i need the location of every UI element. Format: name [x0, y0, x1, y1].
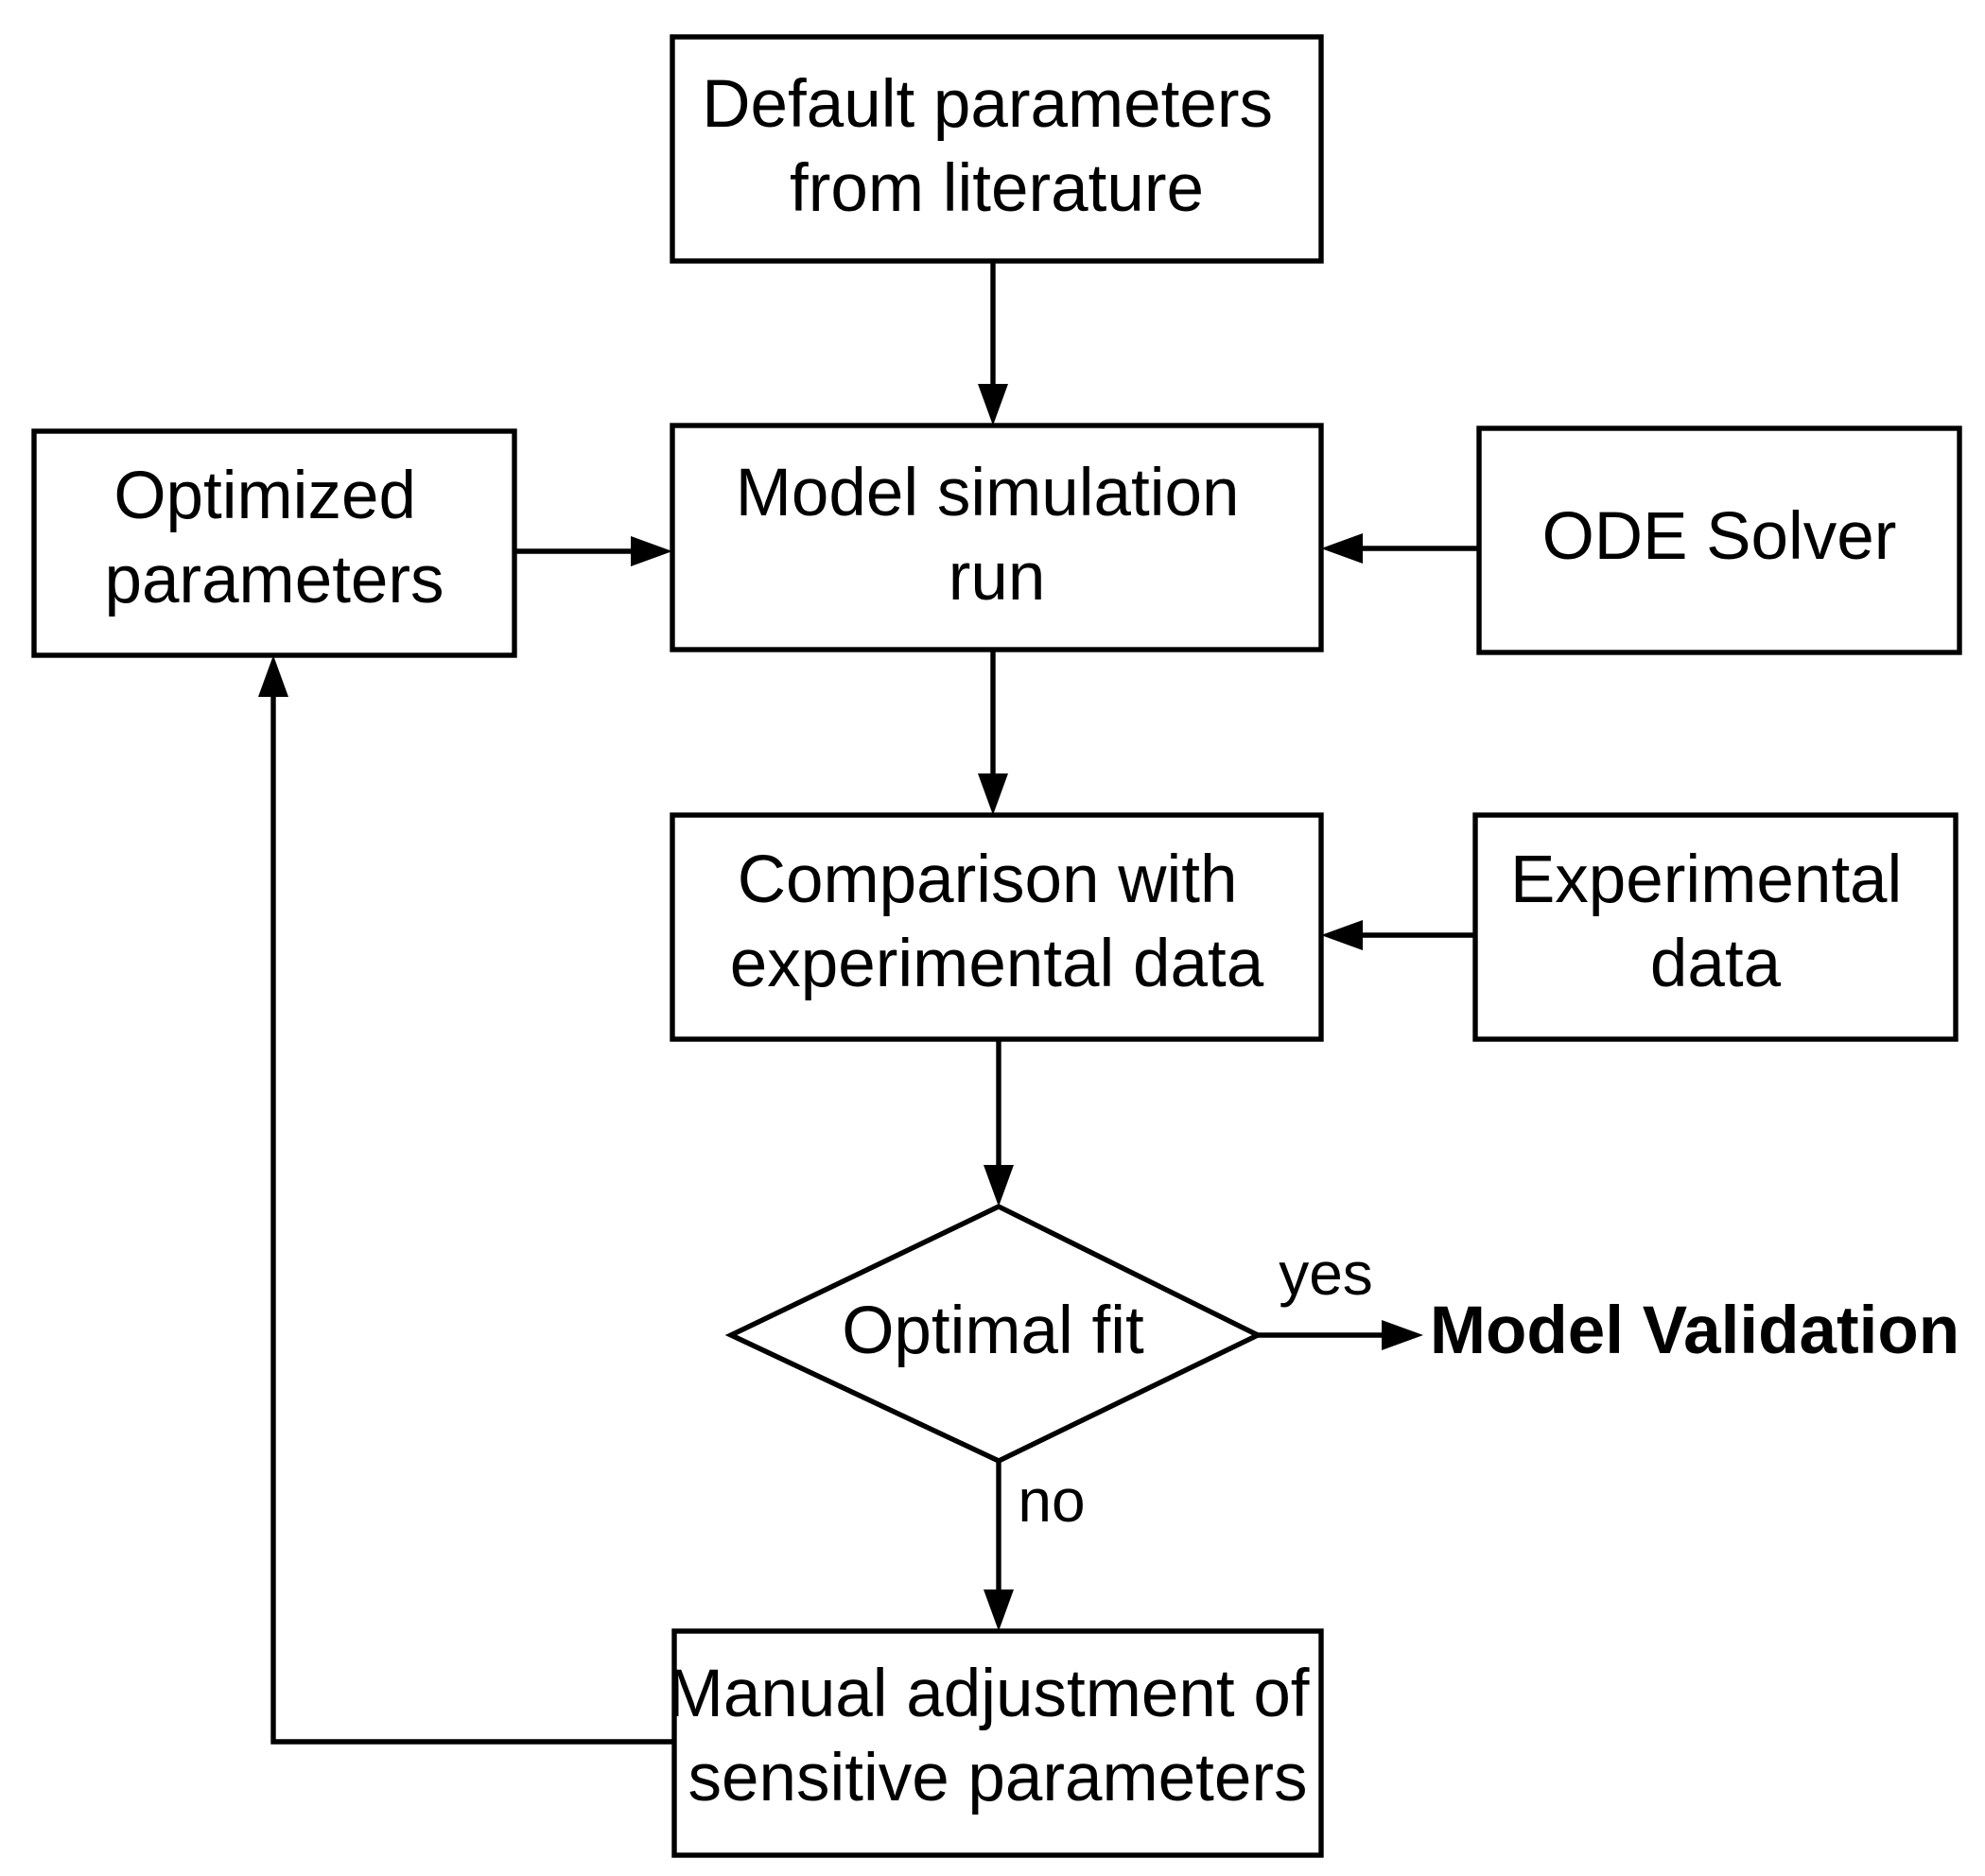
exp-data-line-1: Experimental — [1510, 842, 1902, 917]
arrowhead — [984, 1589, 1014, 1631]
validation-label: Model Validation — [1430, 1294, 1959, 1368]
model-sim-box — [670, 423, 1324, 652]
comparison-line-1: Comparison with — [738, 842, 1238, 917]
arrowhead — [1321, 533, 1363, 564]
manual-label: Manual adjustment of sensitive parameter… — [668, 1657, 1329, 1815]
arrowhead — [978, 384, 1008, 426]
default-params-line-1: Default parameters — [702, 67, 1273, 142]
ode-label: ODE Solver — [1542, 499, 1897, 574]
arrowhead — [978, 773, 1008, 815]
default-params-line-2: from literature — [790, 151, 1204, 226]
yes-label: yes — [1279, 1240, 1373, 1308]
manual-line-1: Manual adjustment of — [668, 1657, 1310, 1731]
manual-line-2: sensitive parameters — [688, 1741, 1307, 1815]
arrowhead — [258, 655, 288, 697]
optimized-line-2: parameters — [104, 543, 444, 617]
exp-data-label: Experimental data — [1510, 842, 1921, 1001]
arrowhead — [631, 536, 672, 566]
manual-box — [671, 1628, 1324, 1858]
optimal-fit-label: Optimal fit — [842, 1294, 1144, 1368]
model-sim-label: Model simulation run — [736, 456, 1258, 615]
model-sim-line-1: Model simulation — [736, 456, 1240, 530]
edge-manual-to-optimized — [270, 690, 674, 1745]
arrowhead — [1321, 920, 1363, 950]
optimized-box — [31, 428, 517, 658]
arrowhead — [984, 1165, 1014, 1207]
exp-data-line-2: data — [1650, 927, 1782, 1001]
model-sim-line-2: run — [949, 540, 1046, 615]
default-params-box — [670, 34, 1324, 264]
arrowhead — [1382, 1320, 1423, 1350]
optimized-line-1: Optimized — [113, 459, 416, 533]
optimized-label: Optimized parameters — [104, 459, 444, 617]
ode-box — [1476, 426, 1962, 655]
no-label: no — [1018, 1467, 1085, 1535]
exp-data-box — [1472, 812, 1959, 1042]
default-params-label: Default parameters from literature — [702, 67, 1292, 226]
comparison-line-2: experimental data — [730, 927, 1264, 1001]
comparison-label: Comparison with experimental data — [730, 842, 1264, 1001]
